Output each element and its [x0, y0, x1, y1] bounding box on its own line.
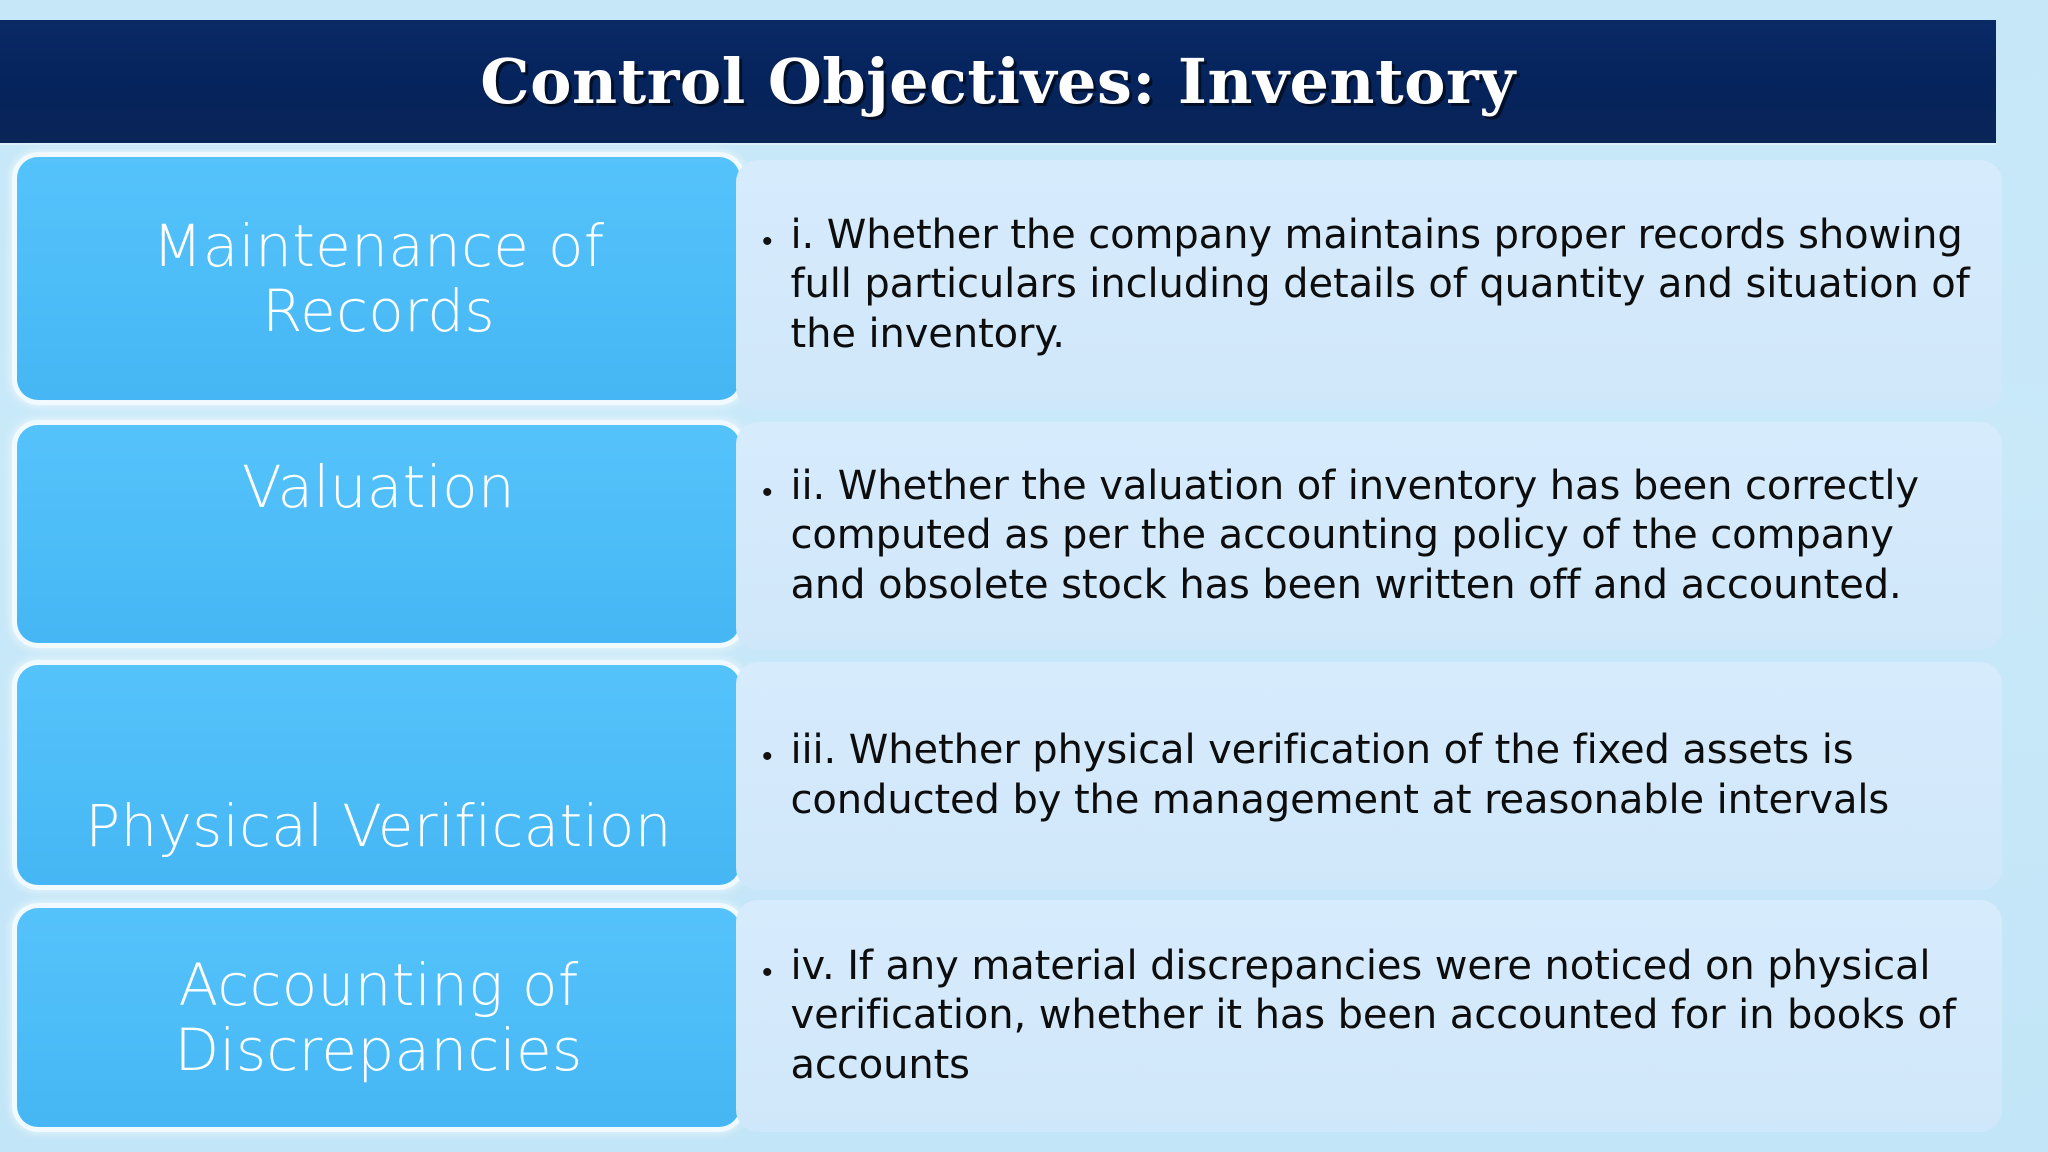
bullet-text: ii. Whether the valuation of inventory h… [790, 462, 1920, 608]
bullet-point-icon: • [762, 955, 773, 989]
bullet-item: • iii. Whether physical verification of … [736, 726, 2002, 825]
category-chip-label: Maintenance of Records [152, 211, 605, 345]
bullet-text: iii. Whether physical verification of th… [790, 727, 1890, 823]
category-chip-physical-verification[interactable]: Physical Verification [12, 660, 745, 890]
category-chip-label: Physical Verification [85, 792, 672, 861]
category-chip-accounting-of-discrepancies[interactable]: Accounting of Discrepancies [12, 903, 745, 1132]
category-chip-label: Accounting of Discrepancies [174, 950, 583, 1084]
category-chip-label: Valuation [242, 453, 515, 521]
bullet-point-icon: • [762, 475, 773, 509]
bullet-text: i. Whether the company maintains proper … [790, 211, 1970, 357]
detail-panel-accounting-of-discrepancies: • iv. If any material discrepancies were… [736, 900, 2002, 1132]
detail-panel-valuation: • ii. Whether the valuation of inventory… [736, 422, 2002, 650]
category-chip-maintenance-of-records[interactable]: Maintenance of Records [12, 152, 745, 405]
bullet-item: • iv. If any material discrepancies were… [736, 942, 2002, 1091]
detail-panel-physical-verification: • iii. Whether physical verification of … [736, 662, 2002, 890]
detail-panel-maintenance-of-records: • i. Whether the company maintains prope… [736, 160, 2002, 410]
title-bar: Control Objectives: Inventory [0, 20, 1996, 143]
bullet-point-icon: • [762, 224, 773, 258]
category-chip-valuation[interactable]: Valuation [12, 420, 745, 648]
bullet-item: • ii. Whether the valuation of inventory… [736, 462, 2002, 611]
bullet-point-icon: • [762, 740, 773, 774]
bullet-text: iv. If any material discrepancies were n… [790, 942, 1956, 1088]
page-title: Control Objectives: Inventory [480, 44, 1516, 118]
bullet-item: • i. Whether the company maintains prope… [736, 211, 2002, 360]
